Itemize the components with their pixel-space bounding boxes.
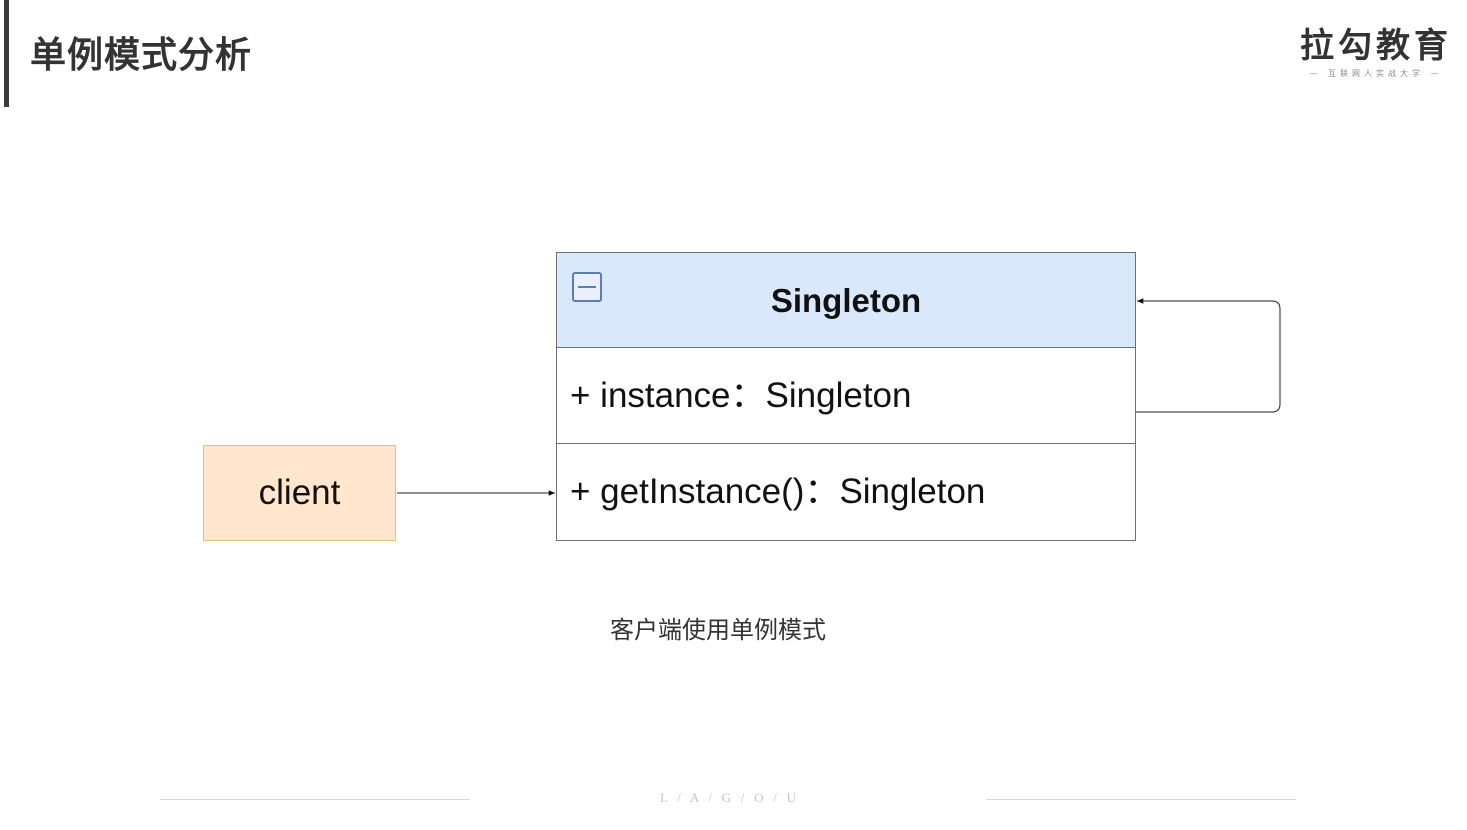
collapse-icon[interactable] [572, 272, 602, 302]
class-attribute: + instance：Singleton [557, 348, 1135, 444]
brand-tagline: — 互联网人实战大学 — [1309, 69, 1443, 78]
footer-divider-left [160, 799, 470, 800]
class-header: Singleton [557, 253, 1135, 348]
singleton-class-node[interactable]: Singleton + instance：Singleton + getInst… [556, 252, 1136, 541]
title-accent-bar [4, 0, 9, 107]
footer-brand: L / A / G / O / U [659, 790, 797, 805]
footer-divider-right [986, 799, 1296, 800]
diagram-caption: 客户端使用单例模式 [610, 616, 826, 644]
self-association-edge [1135, 298, 1281, 413]
brand-name: 拉勾教育 [1300, 26, 1452, 66]
client-node[interactable]: client [203, 445, 396, 541]
page-title: 单例模式分析 [30, 35, 253, 76]
class-method: + getInstance()：Singleton [570, 472, 986, 511]
class-name: Singleton [770, 282, 922, 319]
brand-logo: 拉勾教育 — 互联网人实战大学 — [1300, 26, 1452, 79]
